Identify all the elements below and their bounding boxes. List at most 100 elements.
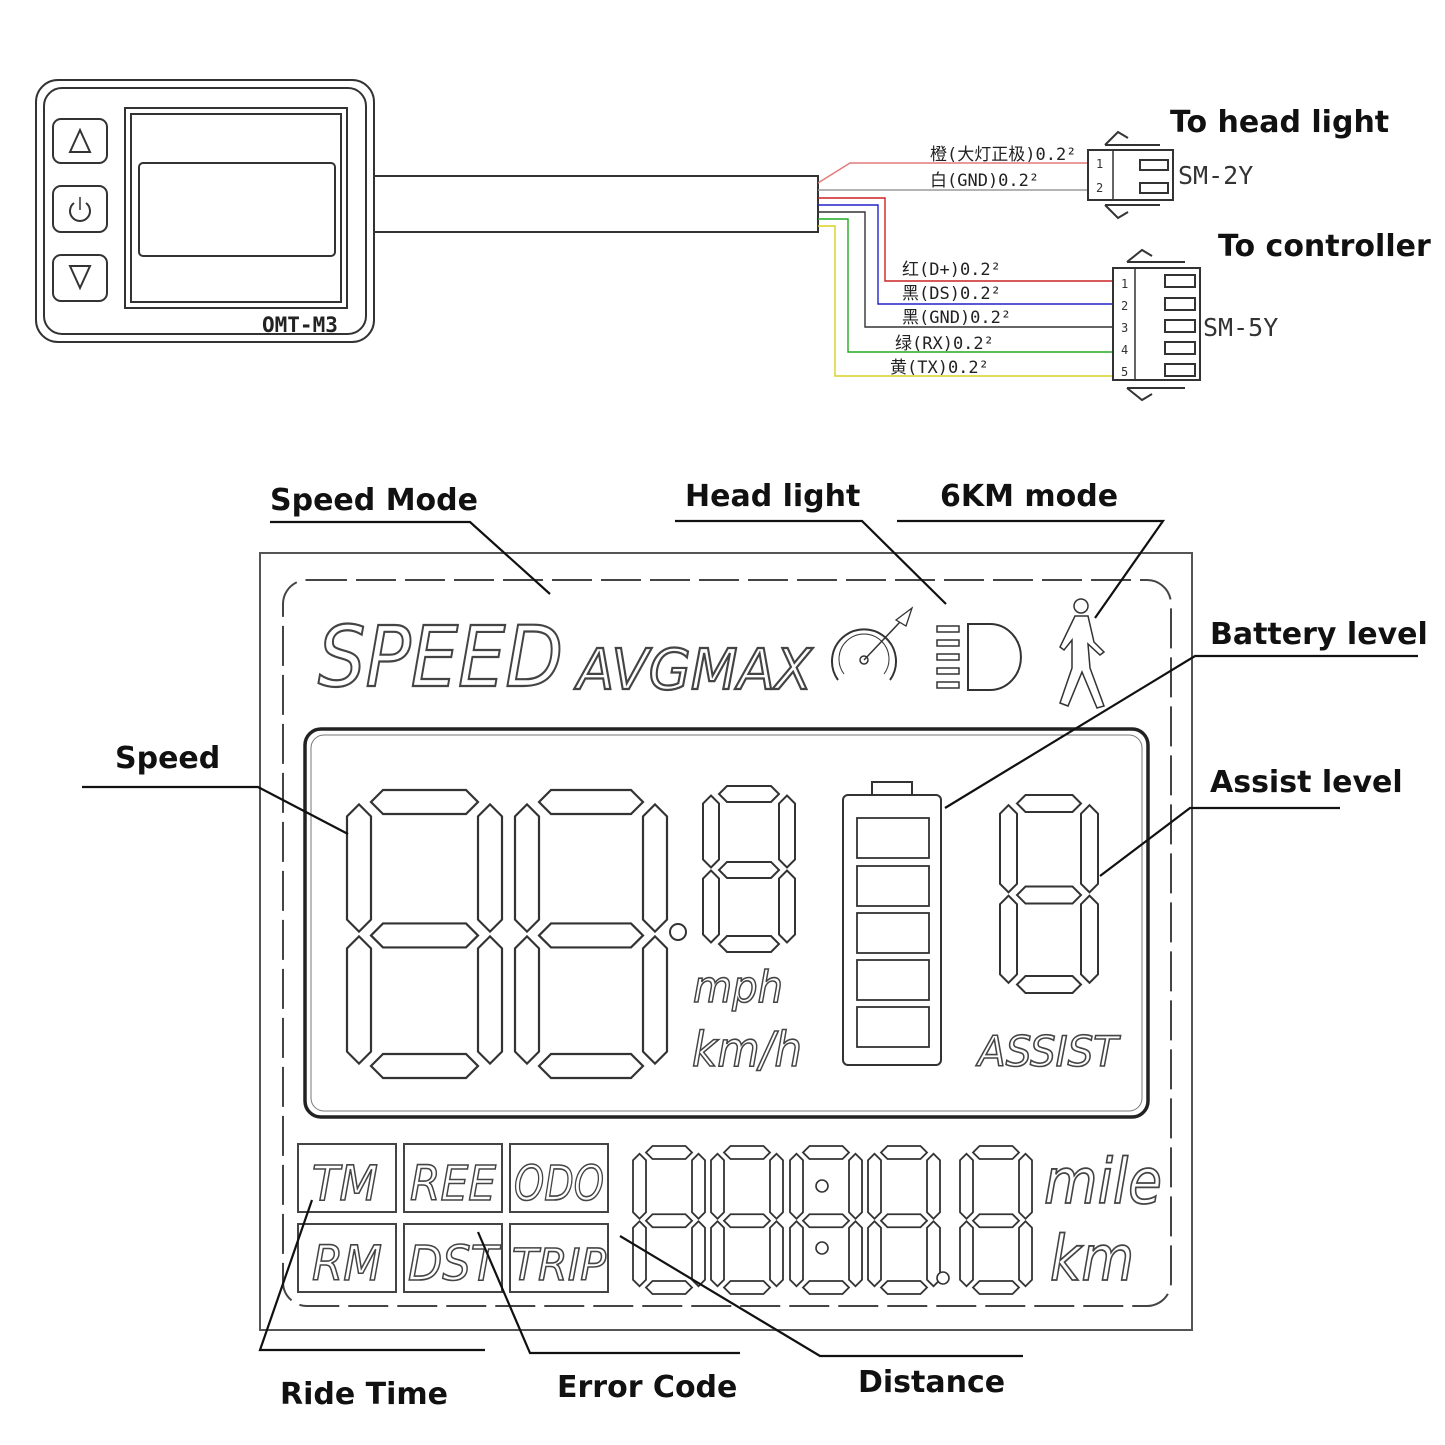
callout-ride-time: Ride Time: [280, 1377, 448, 1412]
lcd-segment: [345, 934, 373, 1066]
pin-1: 1: [1096, 157, 1103, 171]
lcd-segment: [702, 869, 720, 944]
pin-1: 1: [1121, 277, 1128, 291]
lcd-segment: [641, 802, 669, 934]
pin-2: 2: [1121, 299, 1128, 313]
lcd-segment: [369, 1052, 480, 1080]
model-label: OMT-M3: [262, 313, 338, 337]
wire-bundle: [817, 162, 1113, 377]
lcd-segment: [369, 788, 480, 816]
to-controller-label: To controller: [1218, 229, 1431, 264]
lcd-segment: [879, 1213, 929, 1229]
lcd-segment: [644, 1213, 694, 1229]
speed-decimal-point: [669, 923, 687, 941]
callout-assist-level: Assist level: [1210, 765, 1403, 800]
odo-digit-3: [789, 1145, 863, 1295]
lcd-segment: [632, 1152, 647, 1220]
connector-sm-2y: 1 2: [1087, 130, 1174, 220]
assist-label: ASSIST: [975, 1027, 1121, 1076]
pin-3: 3: [1121, 321, 1128, 335]
seven-segment-digits: [345, 785, 1099, 1295]
odo-colon-bottom: [815, 1241, 829, 1255]
callout-lines: [82, 519, 1418, 1358]
odo-decimal-point: [936, 1271, 950, 1285]
lcd-segment: [848, 1220, 863, 1288]
lcd-segment: [710, 1152, 725, 1220]
lcd-segment: [1018, 1152, 1033, 1220]
lcd-segment: [644, 1280, 694, 1295]
wire-label-gnd: 黑(GND)0.2²: [902, 308, 1011, 328]
up-button[interactable]: [52, 118, 108, 164]
down-button[interactable]: [52, 254, 108, 302]
wire-label-rx: 绿(RX)0.2²: [895, 334, 994, 354]
callout-speed-mode: Speed Mode: [270, 483, 478, 518]
lcd-panel: [259, 552, 1193, 1331]
lcd-segment: [1080, 894, 1099, 985]
mode-rm: RM: [312, 1236, 382, 1292]
lcd-segment: [476, 934, 504, 1066]
head-light-icon: [936, 623, 1022, 691]
lcd-segment: [789, 1220, 804, 1288]
lcd-segment: [959, 1220, 974, 1288]
lcd-segment: [959, 1152, 974, 1220]
lcd-segment: [717, 860, 781, 879]
unit-mph: mph: [693, 962, 783, 1013]
speed-digit-ones: [513, 788, 669, 1080]
lcd-segment: [702, 794, 720, 869]
callout-error-code: Error Code: [557, 1370, 737, 1405]
pin-4: 4: [1121, 343, 1128, 357]
odo-digit-4: [867, 1145, 941, 1295]
speed-digit-tens: [345, 788, 504, 1080]
lcd-segment: [999, 803, 1018, 894]
lcd-segment: [513, 802, 541, 934]
wire-label-headlight-gnd: 白(GND)0.2²: [930, 171, 1039, 191]
lcd-segment: [641, 934, 669, 1066]
callout-battery-level: Battery level: [1210, 617, 1428, 652]
unit-mile: mile: [1044, 1145, 1162, 1218]
connector-part-sm-5y: SM-5Y: [1203, 313, 1278, 342]
lcd-segment: [879, 1280, 929, 1295]
avgmax-indicator: AVGMAX: [574, 638, 813, 703]
pin-5: 5: [1121, 365, 1128, 379]
lcd-segment: [801, 1280, 851, 1295]
power-button[interactable]: [52, 185, 108, 233]
lcd-segment: [926, 1152, 941, 1220]
lcd-segment: [632, 1220, 647, 1288]
speed-digit-tenths: [702, 785, 796, 953]
lcd-segment: [971, 1280, 1021, 1295]
battery-icon: [842, 781, 942, 1066]
assist-digit: [999, 794, 1099, 994]
lcd-segment: [722, 1280, 772, 1295]
lcd-segment: [1018, 1220, 1033, 1288]
lcd-segment: [691, 1152, 706, 1220]
lcd-segment: [537, 922, 645, 949]
lcd-segment: [369, 922, 480, 949]
lcd-segment: [345, 802, 373, 934]
lcd-segment: [971, 1213, 1021, 1229]
mode-ree: REE: [410, 1156, 497, 1212]
connector-part-sm-2y: SM-2Y: [1178, 161, 1253, 190]
connector-sm-5y: 1 2 3 4 5: [1112, 248, 1201, 402]
lcd-segment: [537, 788, 645, 816]
odo-digit-5: [959, 1145, 1033, 1295]
lcd-segment: [867, 1220, 882, 1288]
lcd-segment: [999, 894, 1018, 985]
wire-label-headlight-pos: 橙(大灯正极)0.2²: [930, 145, 1076, 165]
odo-digit-1: [632, 1145, 706, 1295]
lcd-segment: [778, 794, 796, 869]
lcd-segment: [1015, 794, 1083, 813]
pin-2: 2: [1096, 181, 1103, 195]
lcd-segment: [722, 1213, 772, 1229]
lcd-segment: [769, 1220, 784, 1288]
speedometer-icon: [831, 606, 914, 681]
lcd-segment: [848, 1152, 863, 1220]
lcd-segment: [1015, 975, 1083, 994]
lcd-segment: [801, 1213, 851, 1229]
lcd-segment: [691, 1220, 706, 1288]
speed-indicator: SPEED: [318, 608, 563, 706]
lcd-segment: [971, 1145, 1021, 1160]
lcd-segment: [717, 935, 781, 953]
callout-6km-mode: 6KM mode: [940, 479, 1118, 514]
display-unit: OMT-M3: [35, 79, 375, 343]
